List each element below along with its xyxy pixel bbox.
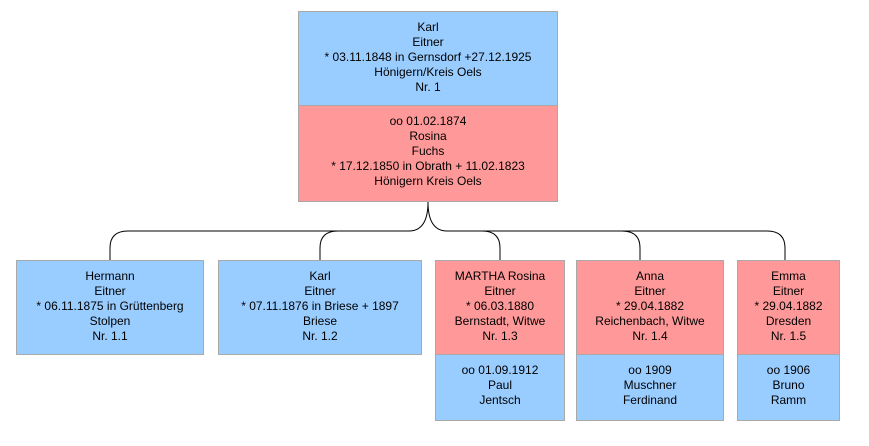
- root-stem-line-right: [427, 201, 447, 232]
- child-5-spouse-first-name: Bruno: [772, 378, 805, 392]
- child-1-place: Stolpen: [89, 314, 131, 328]
- child-2-connector: [319, 230, 339, 260]
- child-3-person-box[interactable]: MARTHA Rosina Eitner * 06.03.1880 Bernst…: [435, 260, 565, 355]
- root-spouse-birth-death: * 17.12.1850 in Obrath + 11.02.1823: [331, 159, 525, 173]
- child-4-last-name: Eitner: [634, 284, 666, 298]
- child-2-last-name: Eitner: [304, 284, 336, 298]
- child-2-person-box[interactable]: Karl Eitner * 07.11.1876 in Briese + 189…: [218, 260, 422, 355]
- child-1-last-name: Eitner: [94, 284, 126, 298]
- child-2-birth-death: * 07.11.1876 in Briese + 1897: [241, 299, 399, 313]
- child-4-person-box[interactable]: Anna Eitner * 29.04.1882 Reichenbach, Wi…: [576, 260, 724, 355]
- child-4-marriage-date: oo 1909: [628, 363, 672, 377]
- child-4-spouse-first-name: Ferdinand: [622, 393, 678, 407]
- child-4-first-name: Anna: [635, 269, 665, 283]
- child-5-spouse-last-name: Ramm: [770, 393, 807, 407]
- child-3-spouse-first-name: Paul: [487, 378, 513, 392]
- root-birth-death: * 03.11.1848 in Gernsdorf +27.12.1925: [324, 50, 532, 64]
- child-5-spouse-box[interactable]: oo 1906 Bruno Ramm: [737, 354, 840, 421]
- child-2-place: Briese: [302, 314, 337, 328]
- root-place: Hönigern/Kreis Oels: [374, 65, 482, 79]
- child-3-connector: [481, 230, 501, 260]
- child-3-number: Nr. 1.3: [482, 329, 518, 343]
- child-1-number: Nr. 1.1: [92, 329, 128, 343]
- child-4-connector: [621, 230, 641, 260]
- child-3-first-name: MARTHA Rosina: [454, 269, 546, 283]
- child-3-place: Bernstadt, Witwe: [454, 314, 546, 328]
- child-2-number: Nr. 1.2: [302, 329, 338, 343]
- child-3-spouse-box[interactable]: oo 01.09.1912 Paul Jentsch: [435, 354, 565, 421]
- child-4-spouse-last-name: Muschner: [623, 378, 677, 392]
- child-2-first-name: Karl: [309, 269, 331, 283]
- root-spouse-first-name: Rosina: [409, 129, 447, 143]
- child-5-marriage-date: oo 1906: [766, 363, 811, 377]
- child-3-birth: * 06.03.1880: [465, 299, 535, 313]
- child-3-marriage-date: oo 01.09.1912: [461, 363, 539, 377]
- root-spouse-last-name: Fuchs: [411, 144, 445, 158]
- child-1-person-box[interactable]: Hermann Eitner * 06.11.1875 in Grüttenbe…: [16, 260, 204, 355]
- child-4-birth: * 29.04.1882: [615, 299, 685, 313]
- root-marriage-date: oo 01.02.1874: [389, 114, 467, 128]
- child-4-number: Nr. 1.4: [632, 329, 668, 343]
- root-spouse-place: Hönigern Kreis Oels: [374, 174, 482, 188]
- root-last-name: Eitner: [412, 35, 444, 49]
- child-1-first-name: Hermann: [85, 269, 135, 283]
- root-stem-line: [409, 201, 429, 232]
- child-1-connector: [109, 230, 129, 260]
- child-4-place: Reichenbach, Witwe: [595, 314, 705, 328]
- root-spouse-box[interactable]: oo 01.02.1874 Rosina Fuchs * 17.12.1850 …: [298, 105, 558, 202]
- child-5-birth: * 29.04.1882: [754, 299, 823, 313]
- child-5-number: Nr. 1.5: [770, 329, 807, 343]
- child-5-last-name: Eitner: [772, 284, 805, 298]
- child-5-first-name: Emma: [771, 269, 806, 283]
- root-person-box[interactable]: Karl Eitner * 03.11.1848 in Gernsdorf +2…: [298, 11, 558, 106]
- child-4-spouse-box[interactable]: oo 1909 Muschner Ferdinand: [576, 354, 724, 421]
- root-first-name: Karl: [417, 20, 439, 34]
- child-3-spouse-last-name: Jentsch: [479, 393, 521, 407]
- child-5-connector: [766, 230, 786, 260]
- root-number: Nr. 1: [415, 80, 441, 94]
- child-5-person-box[interactable]: Emma Eitner * 29.04.1882 Dresden Nr. 1.5: [737, 260, 840, 355]
- child-3-last-name: Eitner: [484, 284, 516, 298]
- child-1-birth: * 06.11.1875 in Grüttenberg: [36, 299, 184, 313]
- child-5-place: Dresden: [765, 314, 812, 328]
